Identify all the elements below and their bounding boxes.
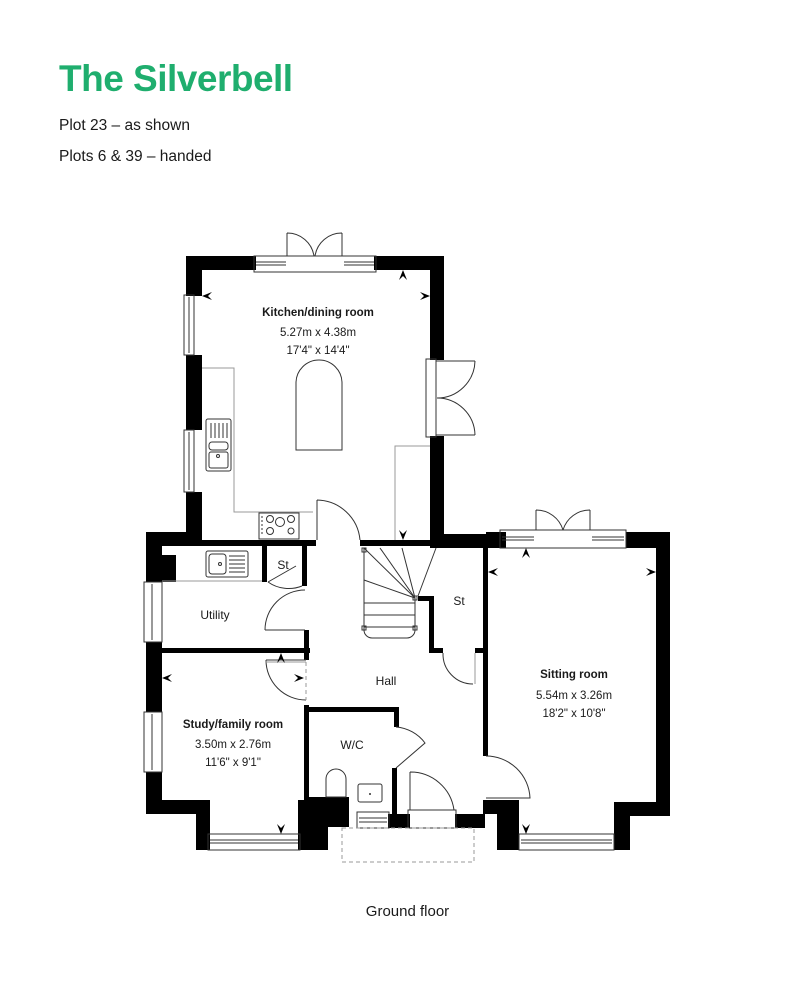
floor-caption: Ground floor: [365, 903, 450, 920]
basin-icon: [357, 783, 383, 803]
hob-icon: [258, 512, 300, 540]
room-name-sitting: Sitting room: [540, 669, 608, 681]
room-kitchen: Kitchen/dining room 5.27m x 4.38m 17'4" …: [262, 307, 374, 357]
room-name-wc: W/C: [340, 738, 364, 752]
room-name-kitchen: Kitchen/dining room: [262, 307, 374, 319]
kitchen-sink-icon: [205, 418, 232, 472]
room-metric-kitchen: 5.27m x 4.38m: [280, 327, 356, 339]
fixtures: [162, 359, 430, 803]
room-imperial-sitting: 18'2" x 10'8": [542, 708, 605, 720]
room-name-hall-store: St: [453, 594, 465, 608]
walls: [146, 256, 670, 850]
room-name-study: Study/family room: [183, 719, 283, 731]
room-name-hall: Hall: [376, 674, 397, 688]
room-imperial-study: 11'6" x 9'1": [205, 757, 261, 769]
plot-info-handed: Plots 6 & 39 – handed: [59, 148, 212, 165]
windows: [143, 232, 627, 863]
room-name-utility-store: St: [277, 558, 289, 572]
room-metric-study: 3.50m x 2.76m: [195, 739, 271, 751]
room-imperial-kitchen: 17'4" x 14'4": [286, 345, 349, 357]
plot-info-as-shown: Plot 23 – as shown: [59, 117, 190, 134]
room-name-utility: Utility: [200, 608, 229, 622]
page-title: The Silverbell: [59, 58, 293, 99]
kitchen-island: [295, 359, 343, 451]
room-study: Study/family room 3.50m x 2.76m 11'6" x …: [183, 719, 283, 769]
toilet-icon: [325, 768, 347, 798]
dimension-arrows: [162, 270, 656, 834]
utility-sink-icon: [205, 550, 249, 578]
room-sitting: Sitting room 5.54m x 3.26m 18'2" x 10'8": [536, 669, 612, 720]
internal-doors: [264, 499, 531, 799]
room-metric-sitting: 5.54m x 3.26m: [536, 690, 612, 702]
staircase: [361, 547, 437, 639]
